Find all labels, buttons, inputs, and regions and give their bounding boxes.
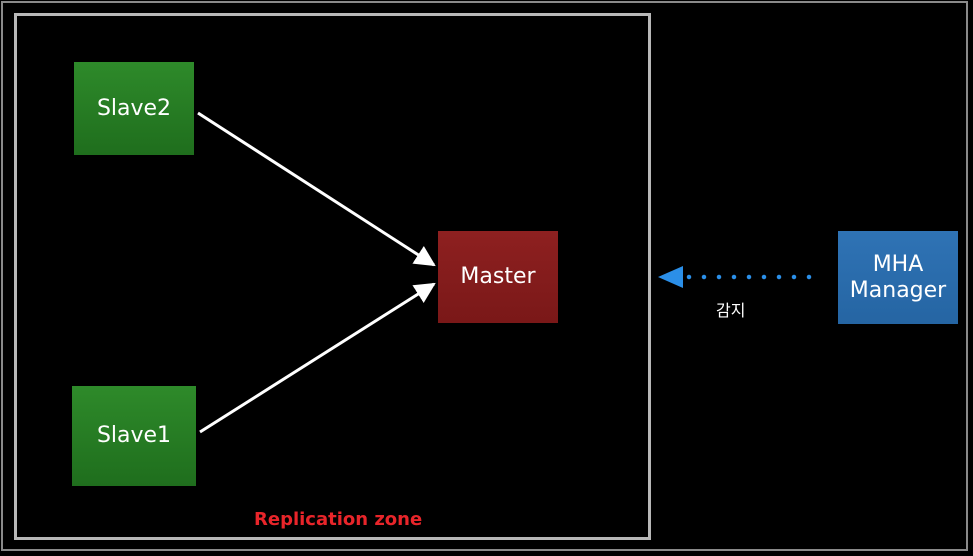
node-slave1-label: Slave1 — [96, 423, 172, 449]
node-master-label: Master — [460, 264, 536, 290]
node-slave2: Slave2 — [74, 62, 194, 155]
node-mha-manager: MHA Manager — [838, 231, 958, 324]
edge-label-detect: 감지 — [716, 301, 746, 320]
edge-slave2-to-master — [197, 111, 436, 267]
node-slave2-label: Slave2 — [96, 95, 172, 121]
edge-mha-to-zone — [658, 266, 825, 288]
arrow-head-left — [658, 266, 683, 288]
replication-zone-label: Replication zone — [254, 509, 423, 530]
replication-zone-frame — [14, 13, 651, 540]
node-mha-manager-label: MHA Manager — [849, 252, 947, 303]
edge-slave1-to-master — [199, 282, 436, 434]
node-slave1: Slave1 — [72, 386, 196, 486]
node-master: Master — [438, 231, 558, 323]
